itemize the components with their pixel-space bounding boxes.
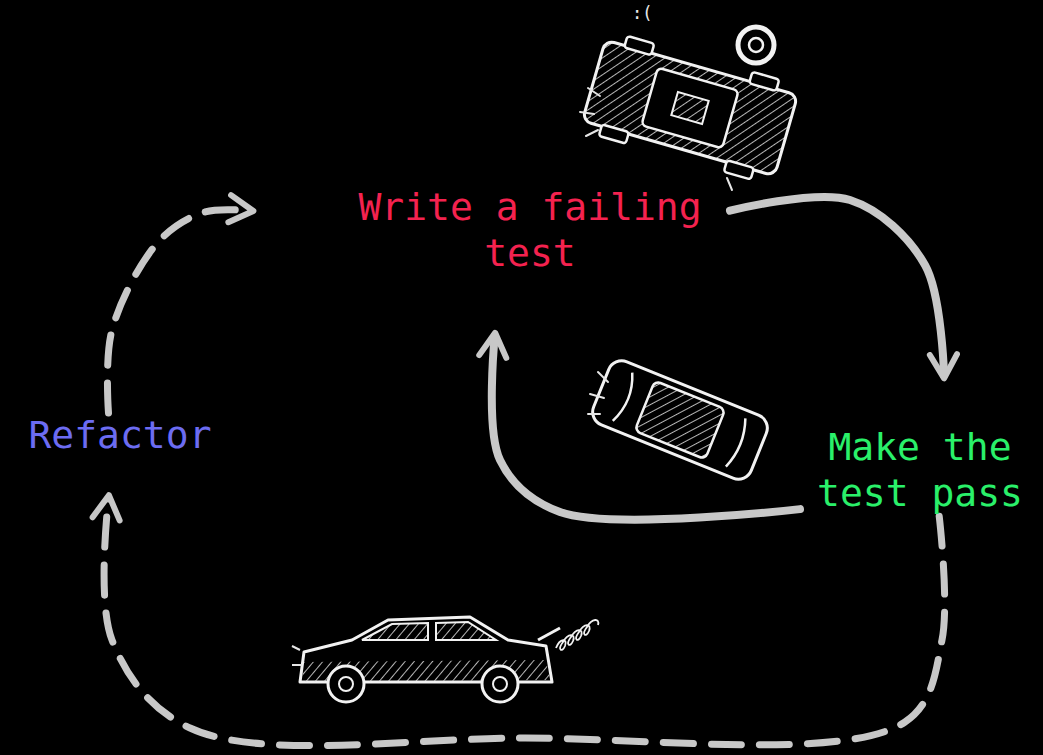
dashed-arrow [107, 210, 250, 413]
car-wheel [482, 666, 518, 702]
motion-line [292, 646, 302, 665]
crashed-car [580, 30, 801, 185]
stage-label: Write a failing test [250, 185, 730, 336]
motion-line [727, 178, 732, 190]
car-cabin [641, 68, 738, 149]
motion-lines [580, 88, 732, 190]
dashed-arrow [104, 499, 945, 746]
side-car [292, 617, 598, 702]
wheel-hub [749, 38, 763, 52]
loose-wheel [738, 27, 774, 63]
stage-label: Make the test pass [800, 375, 1040, 516]
motion-line [590, 394, 604, 398]
wheel-tyre [738, 27, 774, 63]
car-hub [339, 677, 353, 691]
solid-arrow [730, 197, 944, 375]
drifting-car [588, 357, 771, 484]
stage-text: Make the test pass [800, 425, 1040, 516]
car-wheel [749, 72, 779, 91]
stage-label: Refactor [5, 413, 235, 499]
stage-text: Write a failing test [330, 185, 730, 276]
car-wheel [328, 666, 364, 702]
motion-lines [588, 372, 608, 414]
car-body [588, 357, 771, 484]
car-wheel [599, 124, 629, 143]
motion-line [580, 112, 594, 114]
car-cabin [635, 381, 726, 460]
stage-text: Refactor [5, 413, 235, 459]
motion-line [598, 372, 608, 382]
motion-line [586, 130, 598, 136]
solid-arrow [492, 336, 800, 519]
motion-line [588, 88, 600, 96]
car-windows [613, 373, 750, 469]
car-wheel [624, 36, 654, 55]
car-hub [493, 677, 507, 691]
motion-line [588, 413, 600, 415]
sad-face-note: :( [632, 3, 652, 23]
car-roof [671, 92, 708, 124]
exhaust-squiggle [556, 620, 598, 650]
car-wheel [724, 160, 754, 179]
car-spoiler [538, 628, 560, 640]
car-windows [362, 622, 496, 640]
